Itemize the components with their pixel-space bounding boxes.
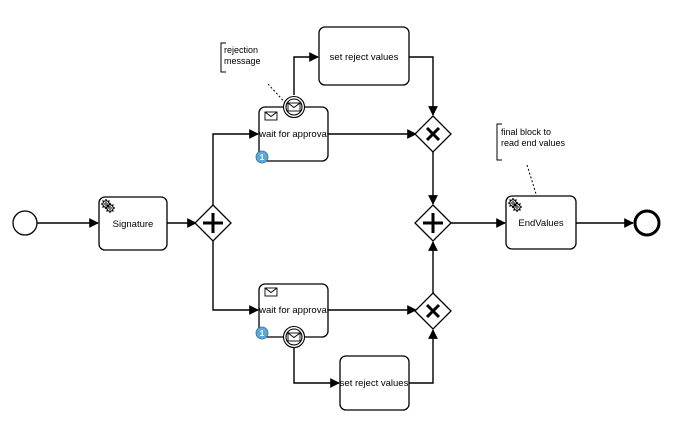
exclusive-gateway-bottom[interactable]	[414, 292, 452, 330]
task-reject-top-label: set reject values	[330, 52, 399, 63]
annotation-final-line-1: final block to	[501, 127, 551, 137]
annotation-final-block[interactable]: final block to read end values	[496, 123, 566, 161]
annotation-final-line-2: read end values	[501, 138, 566, 148]
task-reject-bottom-label: set reject values	[340, 378, 409, 389]
flow-fork-to-wait-top[interactable]	[212, 129, 259, 206]
task-endvalues-label: EndValues	[518, 218, 563, 229]
parallel-gateway-fork[interactable]	[194, 204, 232, 242]
badge-bottom: 1	[255, 326, 269, 340]
plus-icon	[203, 213, 223, 233]
plus-icon	[423, 213, 443, 233]
task-reject-top[interactable]: set reject values	[318, 26, 410, 86]
association-final	[526, 164, 538, 198]
x-icon	[425, 126, 441, 142]
end-event[interactable]	[633, 209, 661, 237]
flow-reject-bottom-to-xor-bottom[interactable]	[409, 329, 438, 384]
exclusive-gateway-top[interactable]	[414, 115, 452, 153]
task-endvalues[interactable]: EndValues	[505, 195, 577, 250]
task-signature[interactable]: Signature	[98, 196, 168, 251]
envelope-icon	[287, 102, 301, 112]
sequence-flows	[37, 52, 634, 388]
task-reject-bottom[interactable]: set reject values	[339, 355, 410, 411]
task-wait-bottom-label: wait for approval	[258, 305, 329, 316]
association-rejection	[267, 83, 291, 109]
x-icon	[425, 303, 441, 319]
boundary-event-bottom[interactable]	[282, 325, 306, 349]
task-wait-top-label: wait for approval	[258, 129, 329, 140]
flow-boundary-bottom-to-reject-bottom[interactable]	[293, 348, 340, 388]
envelope-icon	[264, 111, 278, 121]
annotation-rejection-line-2: message	[224, 56, 261, 66]
task-wait-bottom[interactable]: wait for approval	[258, 283, 329, 338]
annotation-rejection-message[interactable]: rejection message	[220, 42, 261, 73]
boundary-event-top[interactable]	[282, 95, 306, 119]
flow-reject-top-to-xor-top[interactable]	[409, 56, 438, 116]
badge-top-count: 1	[260, 153, 265, 162]
envelope-icon	[264, 287, 278, 297]
badge-bottom-count: 1	[260, 329, 265, 338]
badge-top: 1	[255, 150, 269, 164]
envelope-icon	[287, 332, 301, 342]
parallel-gateway-join[interactable]	[414, 204, 452, 242]
flow-boundary-top-to-reject-top[interactable]	[293, 52, 319, 95]
task-signature-label: Signature	[113, 219, 154, 230]
flow-fork-to-wait-bottom[interactable]	[212, 240, 259, 315]
annotation-rejection-line-1: rejection	[224, 45, 258, 55]
start-event[interactable]	[12, 210, 38, 236]
